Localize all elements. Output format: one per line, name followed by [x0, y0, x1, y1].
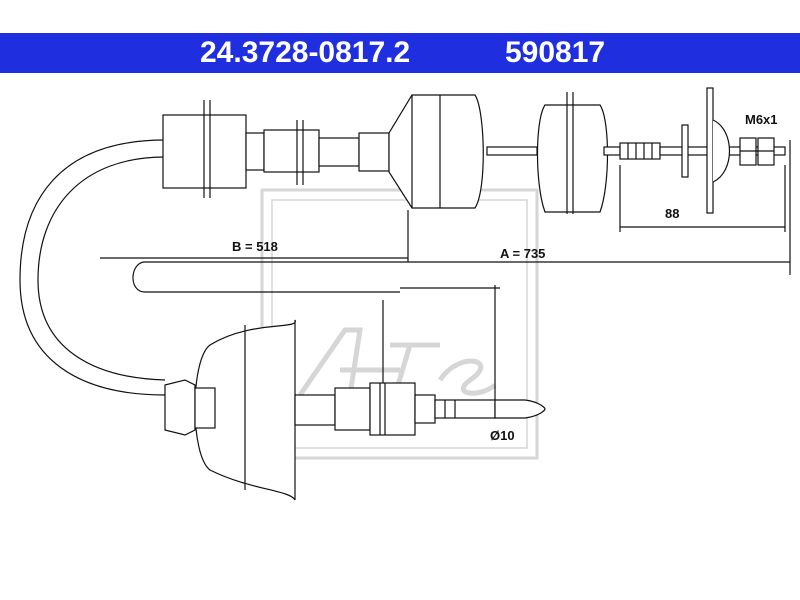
- cable-sheath-inner: [37, 156, 166, 381]
- reference-number: 590817: [505, 36, 606, 69]
- b-dimension-label: B = 518: [232, 239, 278, 254]
- thread-label: M6x1: [745, 112, 778, 127]
- threaded-end: [619, 142, 661, 160]
- bottom-ferrule: [164, 379, 196, 436]
- ate-watermark: [260, 188, 539, 460]
- diameter-label: Ø10: [490, 428, 515, 443]
- top-boot: [388, 94, 484, 209]
- cable-sheath-outer: [19, 139, 166, 396]
- inner-cable-loop: [132, 261, 790, 293]
- top-spacer: [245, 132, 265, 171]
- bottom-nut: [369, 382, 416, 436]
- length-88-label: 88: [665, 206, 679, 221]
- a-dimension-label: A = 735: [500, 246, 545, 261]
- part-number: 24.3728-0817.2: [200, 36, 411, 69]
- header-bar: 24.3728-0817.2 590817: [0, 33, 800, 73]
- bottom-tip: [494, 399, 546, 419]
- top-sleeve: [263, 129, 320, 173]
